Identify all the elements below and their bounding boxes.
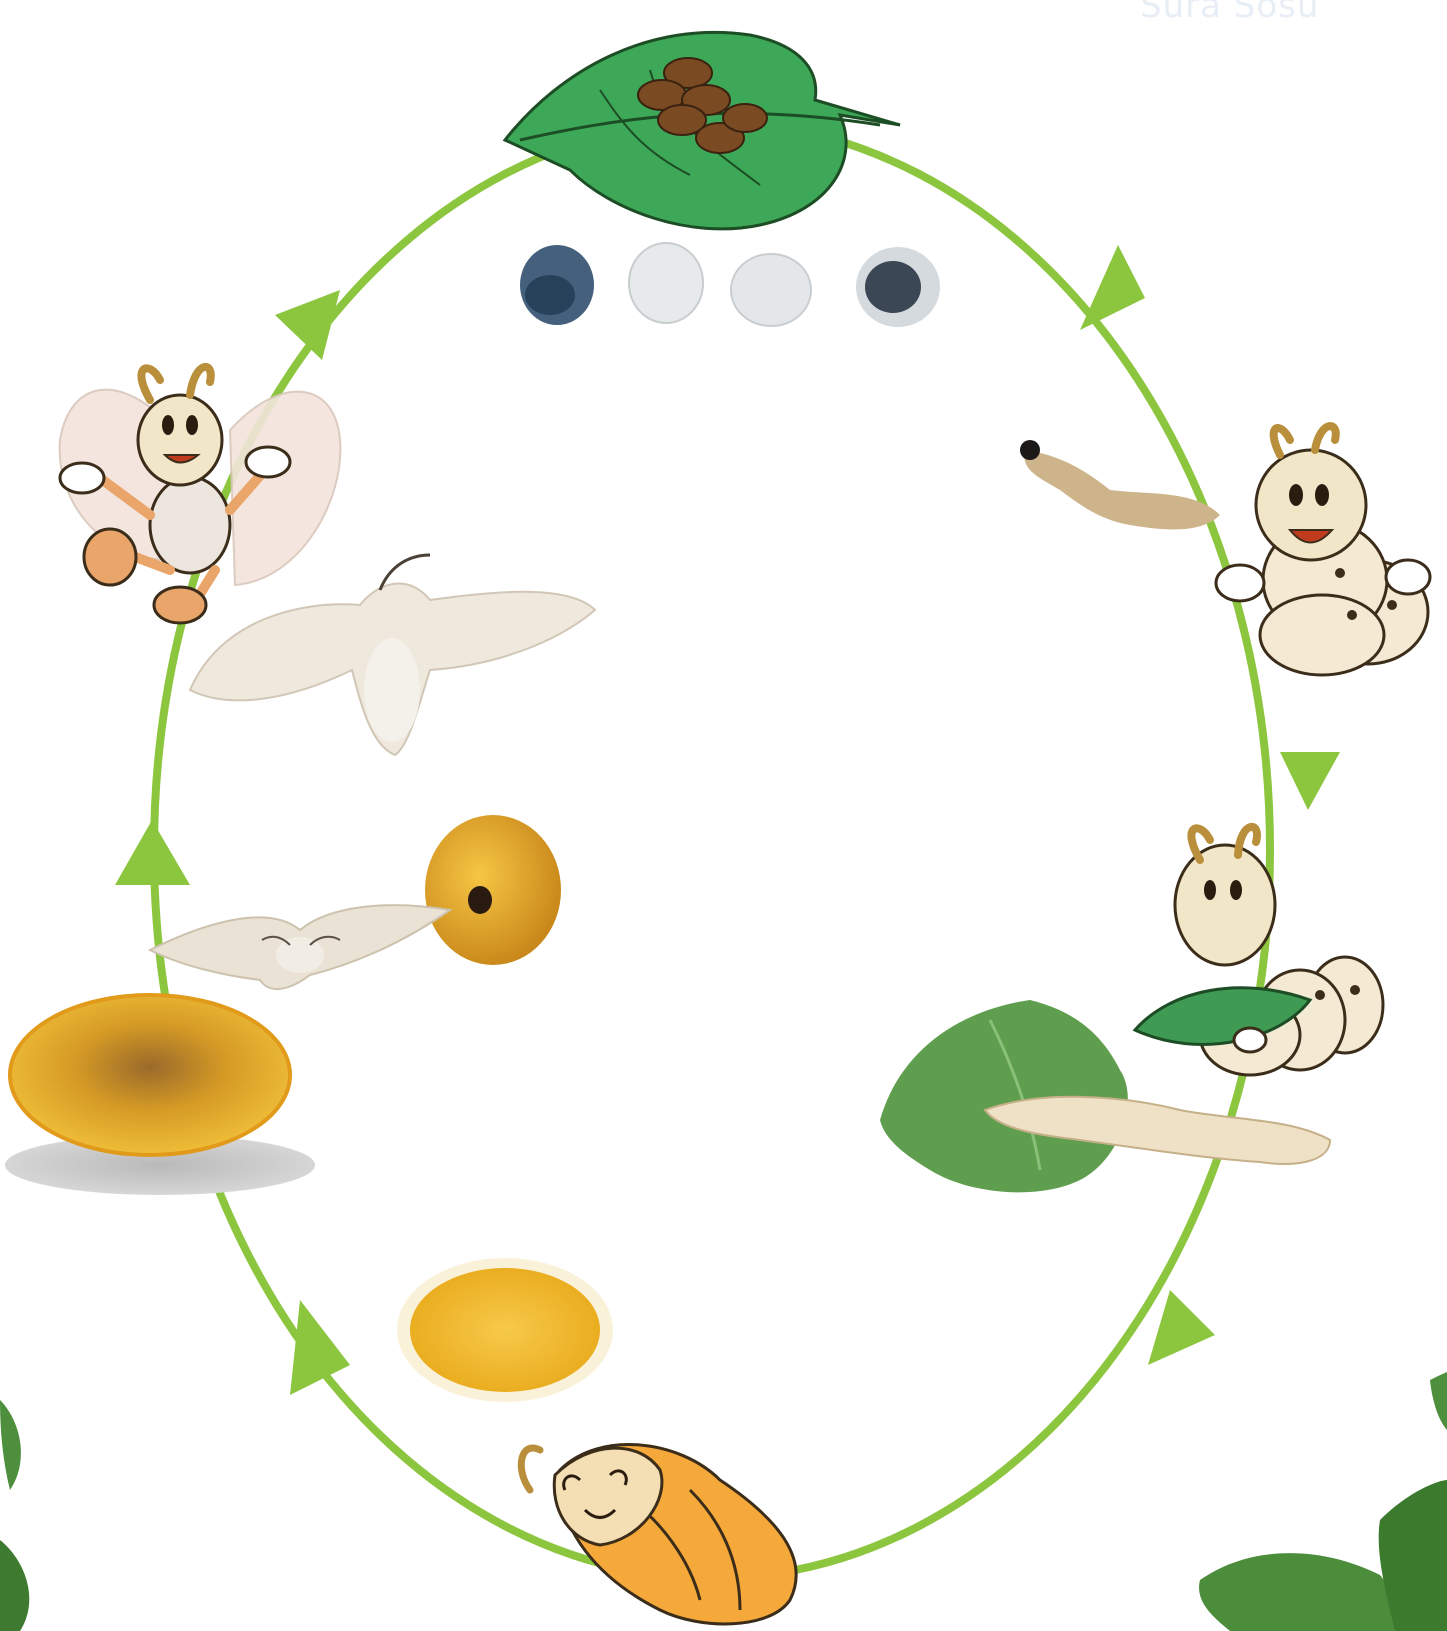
silkworm-eating-leaf-icon <box>880 827 1383 1192</box>
cocoon-icon <box>5 995 315 1195</box>
arrow-right-upper <box>1280 752 1340 810</box>
silkworm-larva-icon <box>1020 426 1430 675</box>
pupa-in-cocoon-icon <box>521 1445 796 1624</box>
egg-photos <box>520 243 940 327</box>
foliage-bottom-right <box>1199 1372 1447 1631</box>
arrow-top-right <box>1080 245 1145 330</box>
cocoon-photo-fluffy <box>397 1258 613 1402</box>
moth-emerging-icon <box>150 815 561 989</box>
egg-photo-3 <box>731 254 811 326</box>
arrow-bottom-left <box>290 1300 350 1395</box>
adult-moth-icon <box>60 367 595 755</box>
egg-on-leaf-icon <box>505 32 900 229</box>
arrow-right-lower <box>1148 1290 1215 1365</box>
arrow-left-middle <box>115 820 190 885</box>
foliage-bottom-left <box>0 1400 29 1631</box>
egg-photo-2 <box>629 243 703 323</box>
